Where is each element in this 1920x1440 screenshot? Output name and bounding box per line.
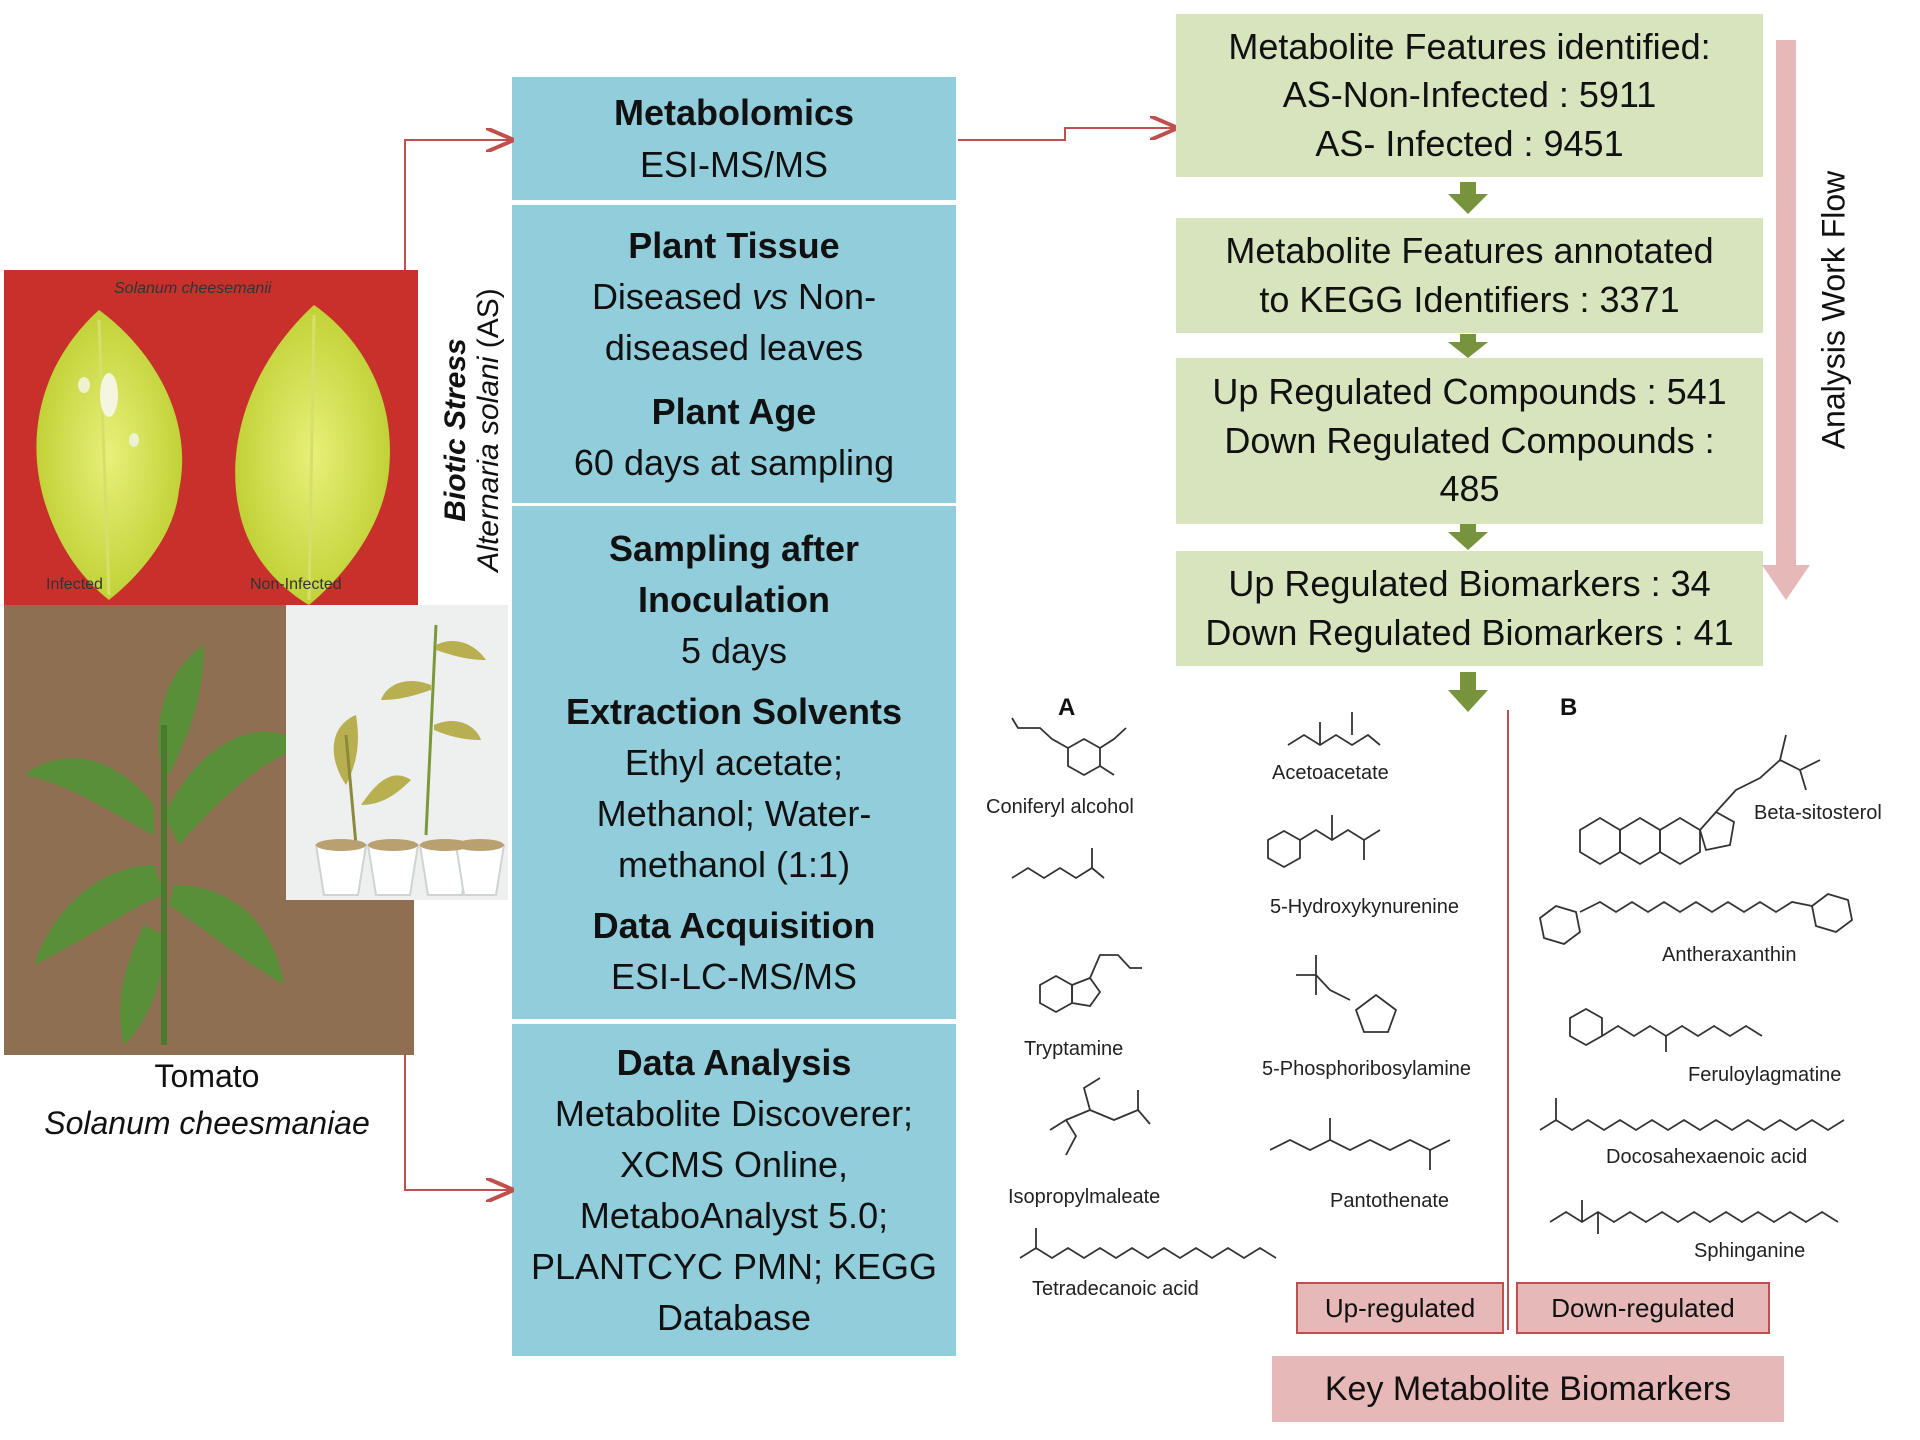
mol-isopropylmaleate: Isopropylmaleate [1008,1186,1161,1208]
docosahexaenoic-structure [1539,1098,1845,1132]
green-arrow-1 [1448,182,1488,214]
panel-sampling: Sampling after Inoculation 5 days Extrac… [512,506,956,1019]
mol-antheraxanthin: Antheraxanthin [1662,944,1797,966]
arrow-to-analysis [404,1055,510,1190]
leaf-noninfected-label: Non-Infected [250,576,342,593]
compounds-line2: Down Regulated Compounds : [1224,419,1715,461]
mol-feruloylagmatine: Feruloylagmatine [1688,1064,1842,1086]
biomarkers-line2: Down Regulated Biomarkers : 41 [1205,611,1734,653]
metabolomics-text: ESI-MS/MS [639,143,828,185]
potted-plants-photo [286,605,508,900]
sampling-title-2: Inoculation [638,578,830,620]
tetradecanoic-structure [1019,1228,1277,1260]
panel-data-analysis: Data Analysis Metabolite Discoverer; XCM… [512,1024,956,1356]
oxobutanoate-structure [1011,848,1105,880]
mol-docosahexaenoic-acid: Docosahexaenoic acid [1606,1146,1808,1168]
mol-tryptamine: Tryptamine [1024,1038,1124,1060]
analysis-line4: PLANTCYC PMN; KEGG [530,1246,938,1288]
tissue-vs: vs [752,276,789,318]
mol-hydroxykynurenine: 5-Hydroxykynurenine [1270,896,1459,918]
label-b: B [1560,694,1578,721]
photo-caption-species: Solanum cheesmaniae [44,1105,370,1141]
workflow-box-compounds: Up Regulated Compounds : 541 Down Regula… [1176,358,1763,524]
identified-line2: AS-Non-Infected : 5911 [1282,74,1657,116]
hydroxykynurenine-structure [1267,815,1381,869]
metabolomics-title: Metabolomics [613,92,855,134]
workflow-side-arrow [1762,40,1810,600]
coniferyl-structure [1011,717,1127,777]
phosphoribosylamine-structure [1296,955,1398,1033]
compounds-line1: Up Regulated Compounds : 541 [1212,371,1727,413]
leaf-infected-label: Infected [46,576,103,593]
arrow-to-workflow [958,128,1174,141]
tomato-plant-photo [4,605,414,1055]
analysis-line5: Database [656,1297,812,1339]
beta-sitosterol-structure [1579,734,1821,866]
feruloylagmatine-structure [1569,1007,1763,1052]
plant-tissue-line2: diseased leaves [604,327,864,369]
leaf-illustration [36,305,390,605]
extraction-line3: methanol (1:1) [617,844,851,886]
workflow-box-biomarkers: Up Regulated Biomarkers : 34 Down Regula… [1176,551,1763,666]
extraction-line1: Ethyl acetate; [624,741,844,783]
green-arrow-2 [1448,334,1488,358]
up-regulated-label: Up-regulated [1296,1282,1504,1334]
mol-tetradecanoic-acid: Tetradecanoic acid [1032,1278,1199,1300]
tryptamine-structure [1039,954,1142,1014]
panel-plant-tissue: Plant Tissue Diseased vs Non- diseased l… [512,205,956,503]
sampling-text: 5 days [680,629,788,671]
workflow-box-identified: Metabolite Features identified: AS-Non-I… [1176,14,1763,177]
plant-age-text: 60 days at sampling [573,441,895,483]
photo-caption-common: Tomato [154,1058,260,1094]
plant-tissue-line1: Diseased vs Non- [512,271,956,322]
label-a: A [1058,694,1076,721]
mol-acetoacetate: Acetoacetate [1272,762,1389,784]
plant-tissue-title: Plant Tissue [628,225,840,267]
down-regulated-label: Down-regulated [1516,1282,1770,1334]
plant-age-title: Plant Age [651,390,817,432]
antheraxanthin-structure [1539,893,1853,945]
leaf-photo: Solanum cheesemanii Infected Non-Infecte… [4,270,418,605]
green-arrow-4 [1448,672,1488,712]
identified-line3: AS- Infected : 9451 [1315,122,1624,164]
compounds-line3: 485 [1439,468,1500,510]
leaf-title: Solanum cheesemanii [114,280,272,297]
acquisition-text: ESI-LC-MS/MS [610,956,858,998]
isopropylmaleate-structure [1049,1077,1151,1156]
panel-metabolomics: Metabolomics ESI-MS/MS [512,77,956,200]
potted-plants-illustration [286,605,508,900]
acquisition-title: Data Acquisition [592,905,876,947]
mol-phosphoribosylamine: 5-Phosphoribosylamine [1262,1058,1472,1080]
identified-line1: Metabolite Features identified: [1228,25,1711,67]
mol-pantothenate: Pantothenate [1330,1190,1449,1212]
workflow-box-annotated: Metabolite Features annotated to KEGG Id… [1176,218,1763,333]
extraction-line2: Methanol; Water- [596,793,872,835]
tissue-diseased: Diseased [591,276,753,318]
acetoacetate-structure [1287,712,1381,747]
key-biomarkers-label: Key Metabolite Biomarkers [1272,1356,1784,1422]
green-arrow-3 [1448,524,1488,550]
mol-coniferyl-alcohol: Coniferyl alcohol [986,796,1134,818]
tissue-non: Non- [788,276,877,318]
mol-sphinganine: Sphinganine [1694,1240,1806,1262]
analysis-line1: Metabolite Discoverer; [554,1092,914,1134]
extraction-title: Extraction Solvents [565,690,903,732]
biomarkers-line1: Up Regulated Biomarkers : 34 [1228,562,1711,604]
pantothenate-structure [1269,1118,1451,1170]
sampling-title-1: Sampling after [608,527,860,569]
mol-beta-sitosterol: Beta-sitosterol [1754,802,1882,824]
annotated-line1: Metabolite Features annotated [1225,229,1714,271]
analysis-line2: XCMS Online, [619,1143,849,1185]
sphinganine-structure [1549,1200,1839,1234]
analysis-title: Data Analysis [616,1041,852,1083]
analysis-line3: MetaboAnalyst 5.0; [579,1195,889,1236]
arrow-to-metabolomics [404,140,510,270]
annotated-line2: to KEGG Identifiers : 3371 [1259,278,1680,320]
